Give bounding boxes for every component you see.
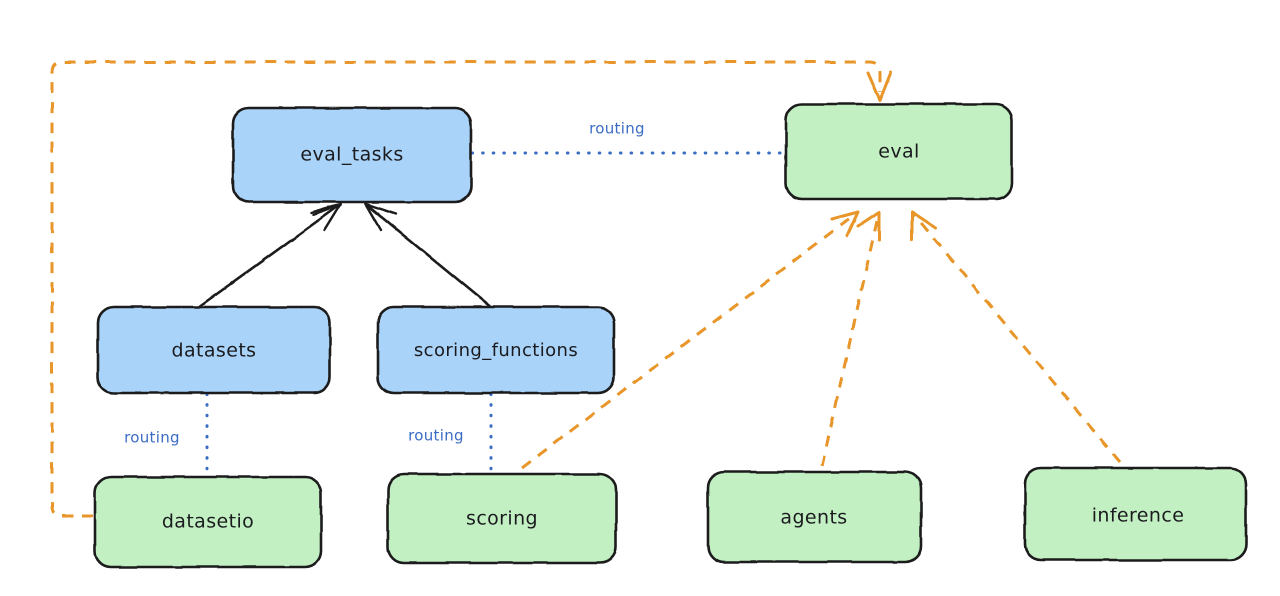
edge-label-routing-datasets: routing [124, 429, 180, 447]
node-scoring-label: scoring [466, 508, 538, 530]
node-agents-label: agents [780, 507, 847, 529]
node-datasets[interactable]: datasets [96, 305, 332, 396]
node-agents[interactable]: agents [706, 470, 923, 565]
node-eval-label: eval [878, 141, 919, 163]
node-scoring[interactable]: scoring [386, 472, 618, 566]
node-inference-label: inference [1092, 505, 1185, 527]
node-eval[interactable]: eval [784, 102, 1014, 202]
node-datasetio[interactable]: datasetio [93, 475, 323, 570]
node-inference[interactable]: inference [1023, 466, 1248, 563]
edge-datasetio-to-eval [50, 60, 893, 518]
node-datasetio-label: datasetio [162, 511, 254, 533]
edge-datasets-to-datasetio: routing [124, 392, 209, 478]
edge-inference-to-eval [910, 210, 1122, 463]
edge-scoring_functions-to-scoring: routing [408, 392, 493, 475]
node-datasets-label: datasets [172, 340, 257, 362]
edge-label-routing-scoring-functions: routing [408, 427, 464, 445]
node-scoring_functions[interactable]: scoring_functions [376, 305, 616, 396]
edge-eval_tasks-to-eval: routing [470, 120, 791, 155]
node-eval_tasks[interactable]: eval_tasks [231, 106, 473, 205]
edge-datasets-to-eval_tasks [198, 202, 343, 308]
node-scoring_functions-label: scoring_functions [414, 340, 578, 361]
node-eval_tasks-label: eval_tasks [300, 144, 403, 166]
edge-scoring_functions-to-eval_tasks [364, 202, 492, 308]
edge-agents-to-eval [820, 210, 881, 467]
edge-scoring-to-eval [521, 210, 860, 470]
edge-label-routing-eval-tasks: routing [589, 120, 645, 138]
